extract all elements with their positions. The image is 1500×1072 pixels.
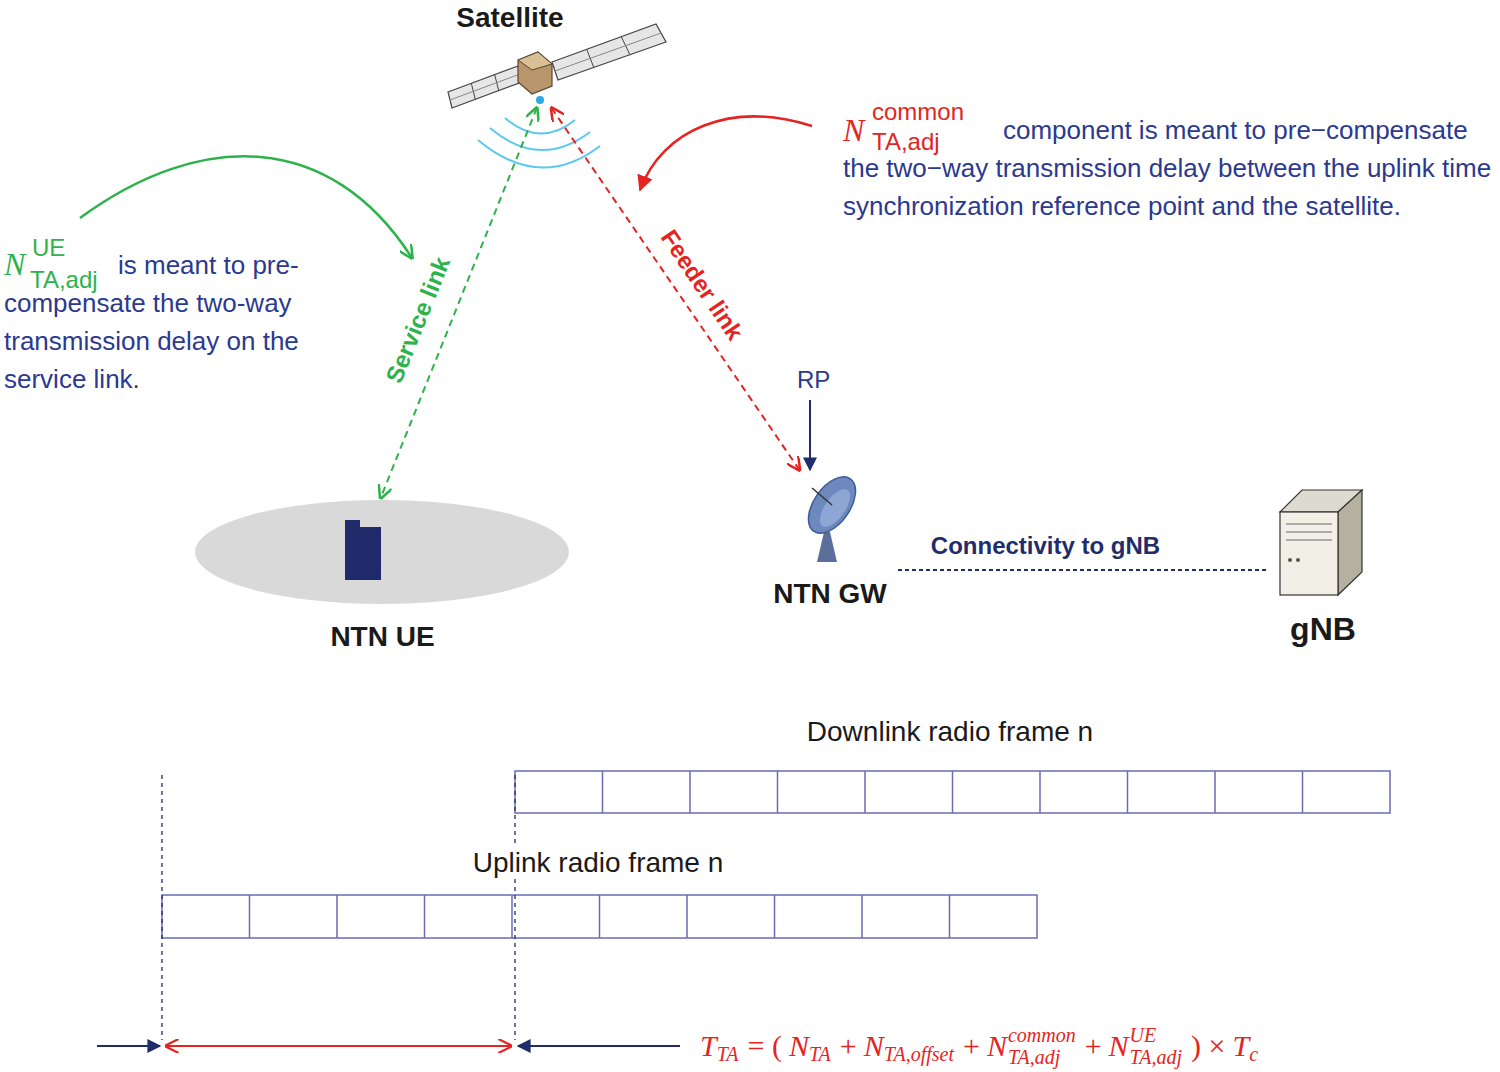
formula-superscript: common <box>1008 1025 1076 1045</box>
callout-text: component is meant to pre−compensate the… <box>843 111 1493 225</box>
link-connector <box>898 569 1268 571</box>
timing-advance-formula: TTA= (NTA+NTA,offset+NcommonTA,adj+NUETA… <box>700 1022 1260 1070</box>
timing-arrow <box>97 1045 160 1047</box>
downlink-frame <box>515 771 1390 813</box>
gnb-node: gNB <box>1268 484 1378 650</box>
frame-label: Uplink radio frame n <box>470 847 727 879</box>
timing-guide <box>161 775 162 1040</box>
link-label: Service link <box>380 253 456 387</box>
link-label: Connectivity to gNB <box>931 532 1160 560</box>
index-stack: UETA,adj <box>1130 1025 1182 1067</box>
reference-point-label: RP <box>797 366 830 394</box>
formula-subscript: c <box>1249 1043 1258 1066</box>
symbol: N <box>843 112 864 149</box>
node-label: NTN UE <box>330 621 434 653</box>
timing-arrow <box>518 1045 680 1047</box>
formula-subscript: TA <box>809 1043 831 1066</box>
formula-operator: + <box>1085 1029 1102 1063</box>
formula-subscript: TA,adj <box>1008 1047 1076 1067</box>
formula-operator: + <box>840 1029 857 1063</box>
formula-symbol: T <box>1232 1029 1249 1063</box>
formula-operator: ) × <box>1191 1029 1225 1063</box>
formula-symbol: N <box>1109 1029 1129 1063</box>
formula-operator: + <box>963 1029 980 1063</box>
link-connector <box>381 108 537 498</box>
node-label: gNB <box>1290 611 1356 648</box>
formula-subscript: TA <box>717 1043 739 1066</box>
formula-superscript: UE <box>1130 1025 1182 1045</box>
timing-guide <box>514 775 515 1040</box>
satellite-icon <box>448 24 666 168</box>
gnb-server-icon <box>1280 490 1362 595</box>
subscript: TA,adj <box>872 128 940 156</box>
formula-subscript: TA,adj <box>1130 1047 1182 1067</box>
callout-leader <box>640 117 812 190</box>
formula-symbol: N <box>987 1029 1007 1063</box>
uplink-frame <box>162 895 1037 938</box>
index-stack: commonTA,adj <box>1008 1025 1076 1067</box>
formula-symbol: T <box>700 1029 717 1063</box>
satellite-node: Satellite <box>430 0 590 108</box>
frame-label: Downlink radio frame n <box>807 716 1093 748</box>
link-label: Feeder link <box>654 225 748 346</box>
superscript: common <box>872 98 964 126</box>
reference-point-arrow <box>809 400 811 470</box>
formula-symbol: N <box>864 1029 884 1063</box>
link-connector <box>551 108 799 470</box>
formula-symbol: N <box>789 1029 809 1063</box>
gateway-dish-icon <box>799 468 865 562</box>
timing-advance-span <box>166 1045 511 1047</box>
node-label: Satellite <box>456 2 563 34</box>
formula-subscript: TA,offset <box>884 1043 954 1066</box>
formula-operator: = ( <box>748 1029 782 1063</box>
callout-text: is meant to pre-compensate the two-way t… <box>4 246 376 398</box>
symbol: N <box>4 246 25 283</box>
gateway-node: NTN GW <box>762 470 898 612</box>
callout-leader <box>80 156 412 258</box>
superscript: UE <box>32 234 65 262</box>
node-label: NTN GW <box>773 578 887 610</box>
ue-node: NTN UE <box>195 498 570 655</box>
ue-icon <box>195 500 569 604</box>
